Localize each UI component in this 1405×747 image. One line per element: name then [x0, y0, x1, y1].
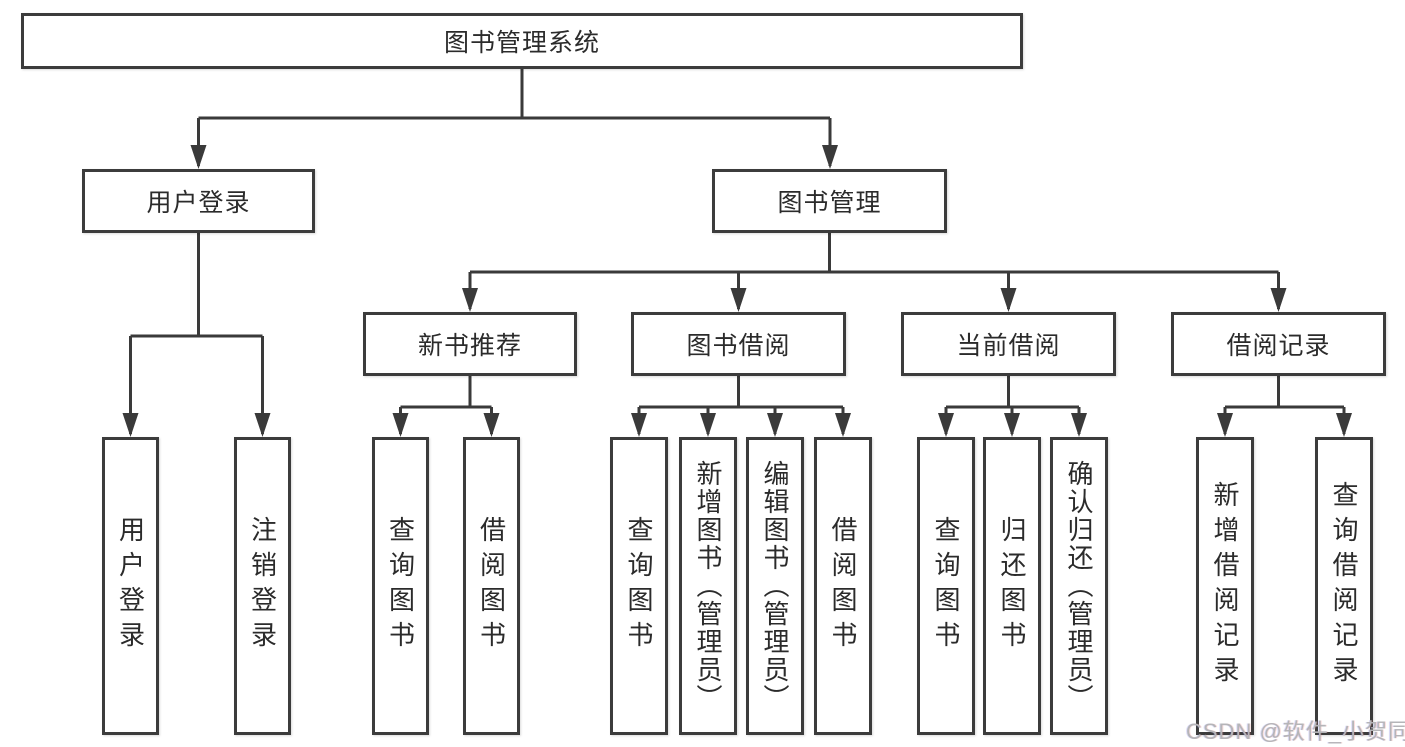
leaf-nb-borrow-books-label: 借阅图书 [476, 516, 507, 656]
leaf-cb-confirm-return-admin: 确认归还（管理员） [1050, 437, 1108, 735]
connector-user-login-trunk [130, 233, 263, 338]
leaf-br-add-record-label: 新增借阅记录 [1210, 481, 1240, 691]
leaf-logout-label: 注销登录 [247, 516, 278, 656]
leaf-nb-query-books-label: 查询图书 [385, 516, 416, 656]
leaf-br-add-record: 新增借阅记录 [1196, 437, 1254, 735]
leaf-cb-return-books: 归还图书 [983, 437, 1041, 735]
leaf-user-login-label: 用户登录 [115, 516, 146, 656]
leaf-bb-query-books: 查询图书 [610, 437, 668, 735]
leaf-br-query-record-label: 查询借阅记录 [1329, 481, 1359, 691]
node-book-borrow-label: 图书借阅 [686, 332, 791, 360]
leaf-bb-borrow-books: 借阅图书 [814, 437, 872, 735]
leaf-nb-query-books: 查询图书 [372, 437, 429, 735]
leaf-cb-confirm-return-admin-label: 确认归还（管理员） [1064, 460, 1094, 712]
leaf-cb-query-books: 查询图书 [917, 437, 975, 735]
node-borrow-records-label: 借阅记录 [1226, 332, 1331, 360]
node-user-login-label: 用户登录 [146, 189, 251, 217]
node-root-label: 图书管理系统 [443, 29, 600, 57]
csdn-watermark: CSDN @软件_小贺同学 [1186, 719, 1405, 744]
leaf-nb-borrow-books: 借阅图书 [463, 437, 520, 735]
leaf-bb-query-books-label: 查询图书 [624, 516, 654, 656]
leaf-br-query-record: 查询借阅记录 [1315, 437, 1373, 735]
connector-book-borrow-trunk [639, 376, 843, 409]
leaf-cb-query-books-label: 查询图书 [931, 516, 961, 656]
node-book-mgmt-label: 图书管理 [777, 189, 882, 217]
leaf-bb-edit-books-admin: 编辑图书（管理员） [746, 437, 804, 735]
leaf-bb-add-books-admin-label: 新增图书（管理员） [693, 460, 723, 712]
leaf-cb-return-books-label: 归还图书 [997, 516, 1027, 656]
connector-new-books-trunk [400, 376, 492, 409]
node-new-books: 新书推荐 [363, 312, 577, 376]
node-book-borrow: 图书借阅 [631, 312, 846, 376]
connector-current-borrow-trunk [946, 376, 1079, 409]
node-book-mgmt: 图书管理 [712, 169, 947, 233]
leaf-bb-borrow-books-label: 借阅图书 [828, 516, 858, 656]
node-borrow-records: 借阅记录 [1171, 312, 1386, 376]
node-current-borrow-label: 当前借阅 [956, 332, 1061, 360]
leaf-bb-edit-books-admin-label: 编辑图书（管理员） [760, 460, 790, 712]
connector-borrow-records-trunk [1225, 376, 1344, 409]
connector-root-trunk [198, 69, 830, 120]
node-user-login: 用户登录 [82, 169, 315, 233]
node-new-books-label: 新书推荐 [417, 332, 522, 360]
node-root-system: 图书管理系统 [21, 13, 1023, 69]
leaf-logout: 注销登录 [234, 437, 291, 735]
connector-book-mgmt-trunk [470, 233, 1279, 274]
node-current-borrow: 当前借阅 [901, 312, 1116, 376]
leaf-bb-add-books-admin: 新增图书（管理员） [679, 437, 737, 735]
leaf-user-login: 用户登录 [102, 437, 159, 735]
